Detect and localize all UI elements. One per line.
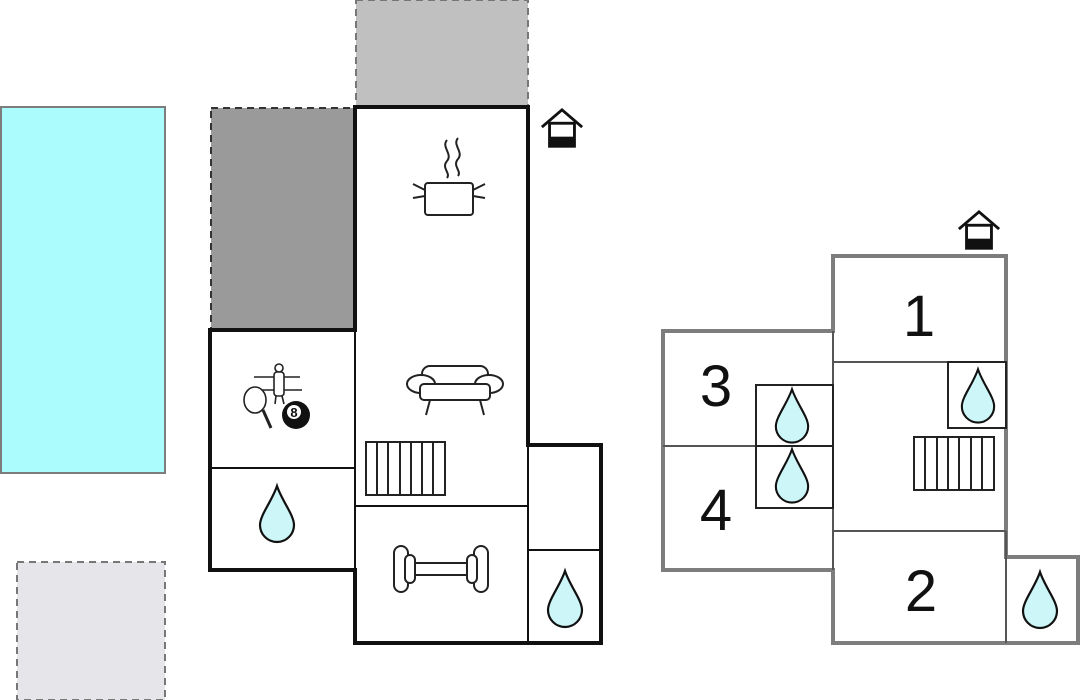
table-tennis-icon <box>243 386 273 429</box>
stairs-icon <box>365 441 446 496</box>
room-number-3: 3 <box>700 354 732 419</box>
room-number-1: 1 <box>903 284 935 349</box>
ground-floor-outline <box>208 105 603 645</box>
entrance-icon <box>540 108 584 148</box>
sofa-icon <box>406 365 504 416</box>
ground-floor <box>208 105 603 645</box>
upper-floor <box>661 254 1080 645</box>
parking-area <box>16 561 166 700</box>
swimming-pool <box>0 106 166 474</box>
table-football-icon <box>254 363 302 405</box>
dumbbell-icon <box>393 545 489 593</box>
stairs-icon <box>913 436 995 491</box>
billiard-ball-icon: 8 <box>282 401 310 429</box>
room-number-2: 2 <box>905 559 937 624</box>
svg-text:8: 8 <box>290 405 297 420</box>
terrace-left <box>210 107 355 331</box>
terrace-top <box>355 0 529 107</box>
entrance-icon <box>957 210 1001 250</box>
room-number-4: 4 <box>700 478 732 543</box>
cooking-pot-icon <box>412 137 486 216</box>
upper-floor-outline <box>661 254 1080 645</box>
